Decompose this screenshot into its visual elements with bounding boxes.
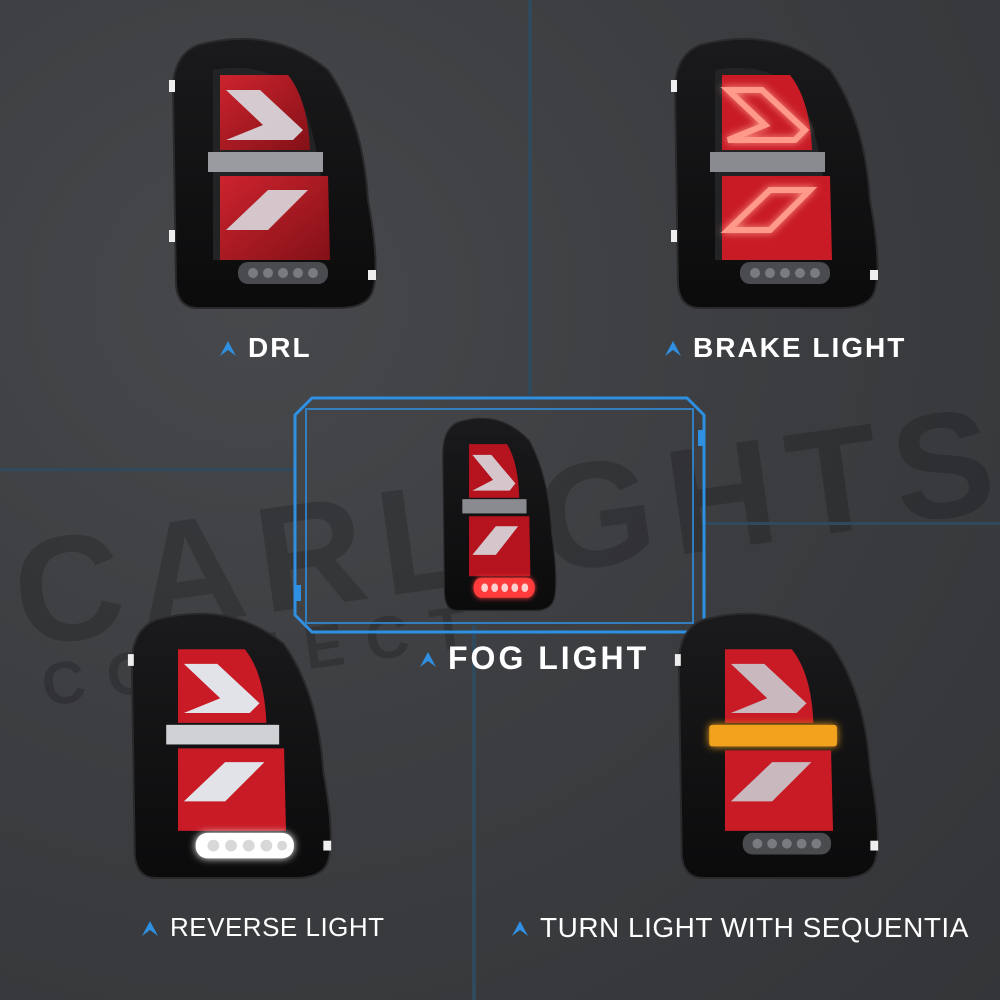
caption-drl-text: DRL	[248, 332, 312, 363]
chevron-up-icon	[220, 341, 236, 356]
caption-drl: DRL	[218, 332, 312, 364]
divider-horizontal-left	[0, 468, 295, 471]
tail-lamp-turn	[674, 612, 879, 880]
tail-lamp-fog	[442, 417, 557, 612]
tail-lamp-reverse	[127, 612, 332, 880]
chevron-up-icon	[420, 651, 436, 667]
divider-horizontal-right	[705, 522, 1000, 525]
divider-vertical-top	[528, 0, 532, 395]
caption-brake: BRAKE LIGHT	[663, 332, 906, 364]
tail-lamp-brake	[671, 37, 879, 309]
chevron-up-icon	[665, 341, 681, 356]
caption-reverse-text: REVERSE LIGHT	[170, 912, 385, 942]
divider-vertical-bottom	[472, 625, 476, 1000]
caption-turn-text: TURN LIGHT WITH SEQUENTIA	[540, 912, 969, 943]
caption-turn: TURN LIGHT WITH SEQUENTIA	[510, 912, 969, 944]
tail-lamp-drl	[169, 37, 377, 309]
chevron-up-icon	[512, 921, 528, 936]
caption-fog: FOG LIGHT	[418, 640, 649, 677]
chevron-up-icon	[142, 920, 158, 936]
caption-brake-text: BRAKE LIGHT	[693, 332, 907, 363]
caption-reverse: REVERSE LIGHT	[140, 912, 385, 943]
caption-fog-text: FOG LIGHT	[448, 640, 650, 676]
